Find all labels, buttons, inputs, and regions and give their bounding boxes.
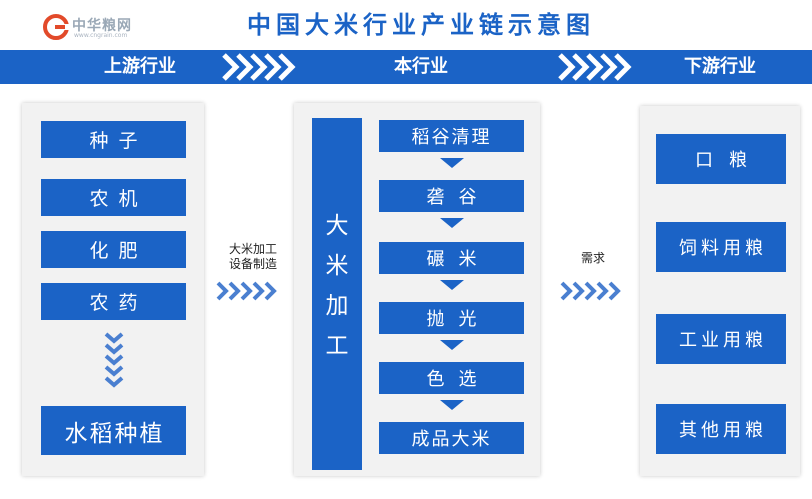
page-title: 中国大米行业产业链示意图 xyxy=(247,11,595,39)
vertical-char: 工 xyxy=(325,333,349,359)
logo: 中华粮网 www.cngrain.com xyxy=(42,12,162,42)
section-label-core: 本行业 xyxy=(394,56,448,77)
upstream-item: 种子 xyxy=(41,121,186,158)
chevron-down-icon xyxy=(104,332,124,388)
flow-label-line: 设备制造 xyxy=(228,257,277,271)
upstream-item: 化肥 xyxy=(41,231,186,268)
downstream-item: 饲料用粮 xyxy=(656,222,786,272)
upstream-item: 农药 xyxy=(41,283,186,320)
downstream-item: 其他用粮 xyxy=(656,404,786,454)
triangle-down-icon xyxy=(440,340,464,350)
section-header-band xyxy=(0,50,812,84)
triangle-down-icon xyxy=(440,400,464,410)
downstream-item: 工业用粮 xyxy=(656,314,786,364)
process-step: 成品大米 xyxy=(379,422,524,454)
vertical-char: 大 xyxy=(325,213,349,239)
vertical-char: 米 xyxy=(325,253,349,279)
downstream-item: 口粮 xyxy=(656,134,786,184)
process-step: 砻谷 xyxy=(379,180,524,212)
upstream-item: 农机 xyxy=(41,179,186,216)
chevron-right-icon xyxy=(216,281,277,301)
triangle-down-icon xyxy=(440,218,464,228)
chevron-right-icon xyxy=(560,281,621,301)
flow-label-demand: 需求 xyxy=(580,251,605,265)
core-vertical-label: 大 米 加 工 xyxy=(312,118,362,470)
logo-name: 中华粮网 xyxy=(72,18,132,34)
chevron-right-icon xyxy=(558,53,632,81)
process-step: 抛光 xyxy=(379,302,524,334)
triangle-down-icon xyxy=(440,158,464,168)
chevron-right-icon xyxy=(222,53,296,81)
section-label-downstream: 下游行业 xyxy=(684,56,756,77)
process-step: 稻谷清理 xyxy=(379,120,524,152)
upstream-result: 水稻种植 xyxy=(41,406,186,455)
section-label-upstream: 上游行业 xyxy=(104,56,176,77)
process-step: 碾米 xyxy=(379,242,524,274)
flow-label-line: 大米加工 xyxy=(228,242,277,256)
vertical-char: 加 xyxy=(325,293,349,319)
cngrain-logo-icon xyxy=(43,14,72,40)
flow-label-equipment: 大米加工 设备制造 xyxy=(214,242,292,272)
triangle-down-icon xyxy=(440,280,464,290)
process-step: 色选 xyxy=(379,362,524,394)
logo-url: www.cngrain.com xyxy=(74,32,128,39)
